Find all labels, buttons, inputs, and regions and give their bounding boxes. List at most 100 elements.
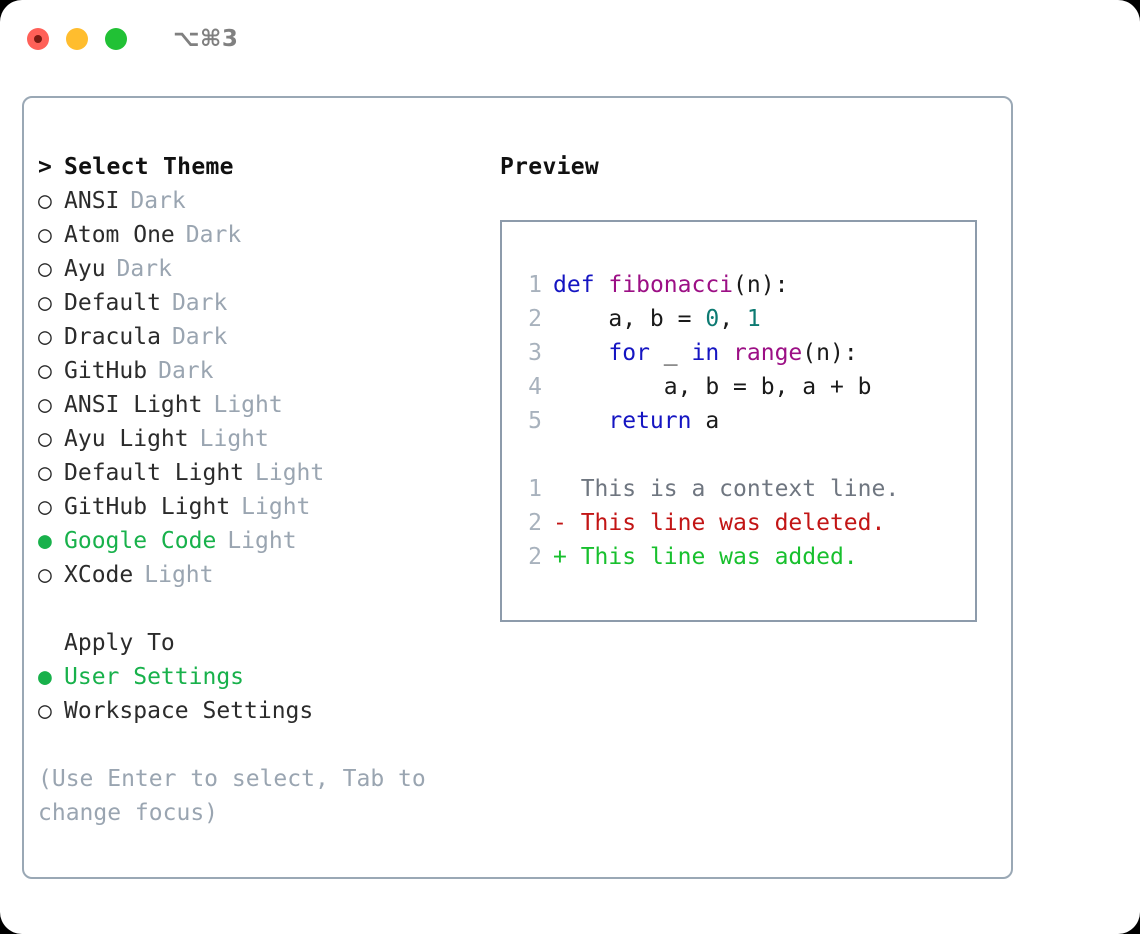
theme-variant-tag: Light xyxy=(213,392,283,418)
diff-text: This line was deleted. xyxy=(566,510,886,536)
line-number: 2 xyxy=(528,544,542,570)
code-token: a, b = xyxy=(553,306,706,332)
diff-sign xyxy=(553,476,567,502)
keyboard-shortcut-label: ⌥⌘3 xyxy=(173,26,239,52)
diff-sign: + xyxy=(553,544,567,570)
theme-name: Ayu xyxy=(64,256,106,282)
code-line: 2 a, b = 0, 1 xyxy=(516,302,975,336)
apply-to-label-text: User Settings xyxy=(64,664,245,690)
apply-to-label-text: Workspace Settings xyxy=(64,698,314,724)
theme-variant-tag: Dark xyxy=(171,290,228,316)
code-token xyxy=(595,272,609,298)
theme-variant-tag: Dark xyxy=(158,358,214,384)
theme-name: XCode xyxy=(64,562,134,588)
theme-variant-tag: Light xyxy=(199,426,269,452)
line-number: 5 xyxy=(528,408,542,434)
diff-line: 1 This is a context line. xyxy=(516,472,975,506)
preview-title: Preview xyxy=(500,154,600,180)
theme-name: Default Light xyxy=(64,460,245,486)
radio-unselected-icon: ○ xyxy=(38,426,52,452)
code-token: a xyxy=(691,408,720,434)
code-token xyxy=(719,340,733,366)
code-token: (n): xyxy=(733,272,789,298)
theme-list-item[interactable]: ○ Atom One Dark xyxy=(38,218,498,252)
title-bar: ⌥⌘3 xyxy=(0,0,1140,78)
close-button[interactable] xyxy=(27,28,49,50)
apply-to-label: Apply To xyxy=(64,630,175,656)
code-line: 5 return a xyxy=(516,404,975,438)
minimize-button[interactable] xyxy=(66,28,88,50)
theme-name: GitHub xyxy=(64,358,148,384)
caret-icon: > xyxy=(38,154,53,180)
code-spacer xyxy=(516,438,975,472)
apply-to-item[interactable]: ●User Settings xyxy=(38,660,498,694)
code-token: a, b = b, a + b xyxy=(553,374,872,400)
code-token: , xyxy=(719,306,747,332)
theme-list-item[interactable]: ○ GitHub Dark xyxy=(38,354,498,388)
apply-to-item[interactable]: ○ Workspace Settings xyxy=(38,694,498,728)
radio-unselected-icon: ○ xyxy=(38,324,52,350)
maximize-button[interactable] xyxy=(105,28,127,50)
theme-variant-tag: Dark xyxy=(130,188,186,214)
code-token: fibonacci xyxy=(608,272,734,298)
theme-variant-tag: Light xyxy=(241,494,311,520)
theme-name: ANSI Light xyxy=(64,392,203,418)
theme-name: Atom One xyxy=(64,222,175,248)
apply-to-header: Apply To xyxy=(38,626,498,660)
theme-variant-tag: Dark xyxy=(171,324,228,350)
list-spacer xyxy=(38,592,498,626)
radio-unselected-icon: ○ xyxy=(38,460,52,486)
code-token: for xyxy=(608,340,650,366)
theme-variant-tag: Dark xyxy=(185,222,242,248)
window-controls xyxy=(27,28,127,50)
code-token: 1 xyxy=(746,306,761,332)
line-number: 1 xyxy=(528,272,542,298)
theme-list-item[interactable]: ○ Default Light Light xyxy=(38,456,498,490)
code-token xyxy=(553,340,608,366)
radio-unselected-icon: ○ xyxy=(38,222,52,248)
radio-unselected-icon: ○ xyxy=(38,188,52,214)
theme-name: Dracula xyxy=(64,324,161,350)
diff-line: 2- This line was deleted. xyxy=(516,506,975,540)
theme-variant-tag: Light xyxy=(255,460,325,486)
radio-unselected-icon: ○ xyxy=(38,698,52,724)
code-line: 1 def fibonacci(n): xyxy=(516,268,975,302)
code-token xyxy=(553,408,608,434)
code-token: def xyxy=(553,272,595,298)
code-token: return xyxy=(608,408,692,434)
radio-unselected-icon: ○ xyxy=(38,358,52,384)
radio-unselected-icon: ○ xyxy=(38,290,52,316)
keyboard-hint: (Use Enter to select, Tab to change focu… xyxy=(38,766,426,826)
diff-line: 2 + This line was added. xyxy=(516,540,975,574)
diff-text: This line was added. xyxy=(566,544,858,570)
theme-name: Default xyxy=(64,290,161,316)
theme-list-item[interactable]: ○ Default Dark xyxy=(38,286,498,320)
line-number: 4 xyxy=(528,374,542,400)
select-theme-header: > Select Theme xyxy=(38,150,498,184)
radio-unselected-icon: ○ xyxy=(38,494,52,520)
theme-name: Google Code xyxy=(64,528,217,554)
theme-variant-tag: Light xyxy=(144,562,214,588)
diff-text: This is a context line. xyxy=(566,476,900,502)
line-number: 2 xyxy=(528,510,542,536)
code-line: 3 for _ in range(n): xyxy=(516,336,975,370)
page-title: Select Theme xyxy=(64,154,234,180)
line-number: 3 xyxy=(528,340,542,366)
theme-list-item[interactable]: ○ Dracula Dark xyxy=(38,320,498,354)
theme-variant-tag: Light xyxy=(227,528,297,554)
theme-name: Ayu Light xyxy=(64,426,189,452)
apply-to-list: ●User Settings ○ Workspace Settings xyxy=(38,660,498,728)
theme-list-item[interactable]: ○ Ayu Light Light xyxy=(38,422,498,456)
